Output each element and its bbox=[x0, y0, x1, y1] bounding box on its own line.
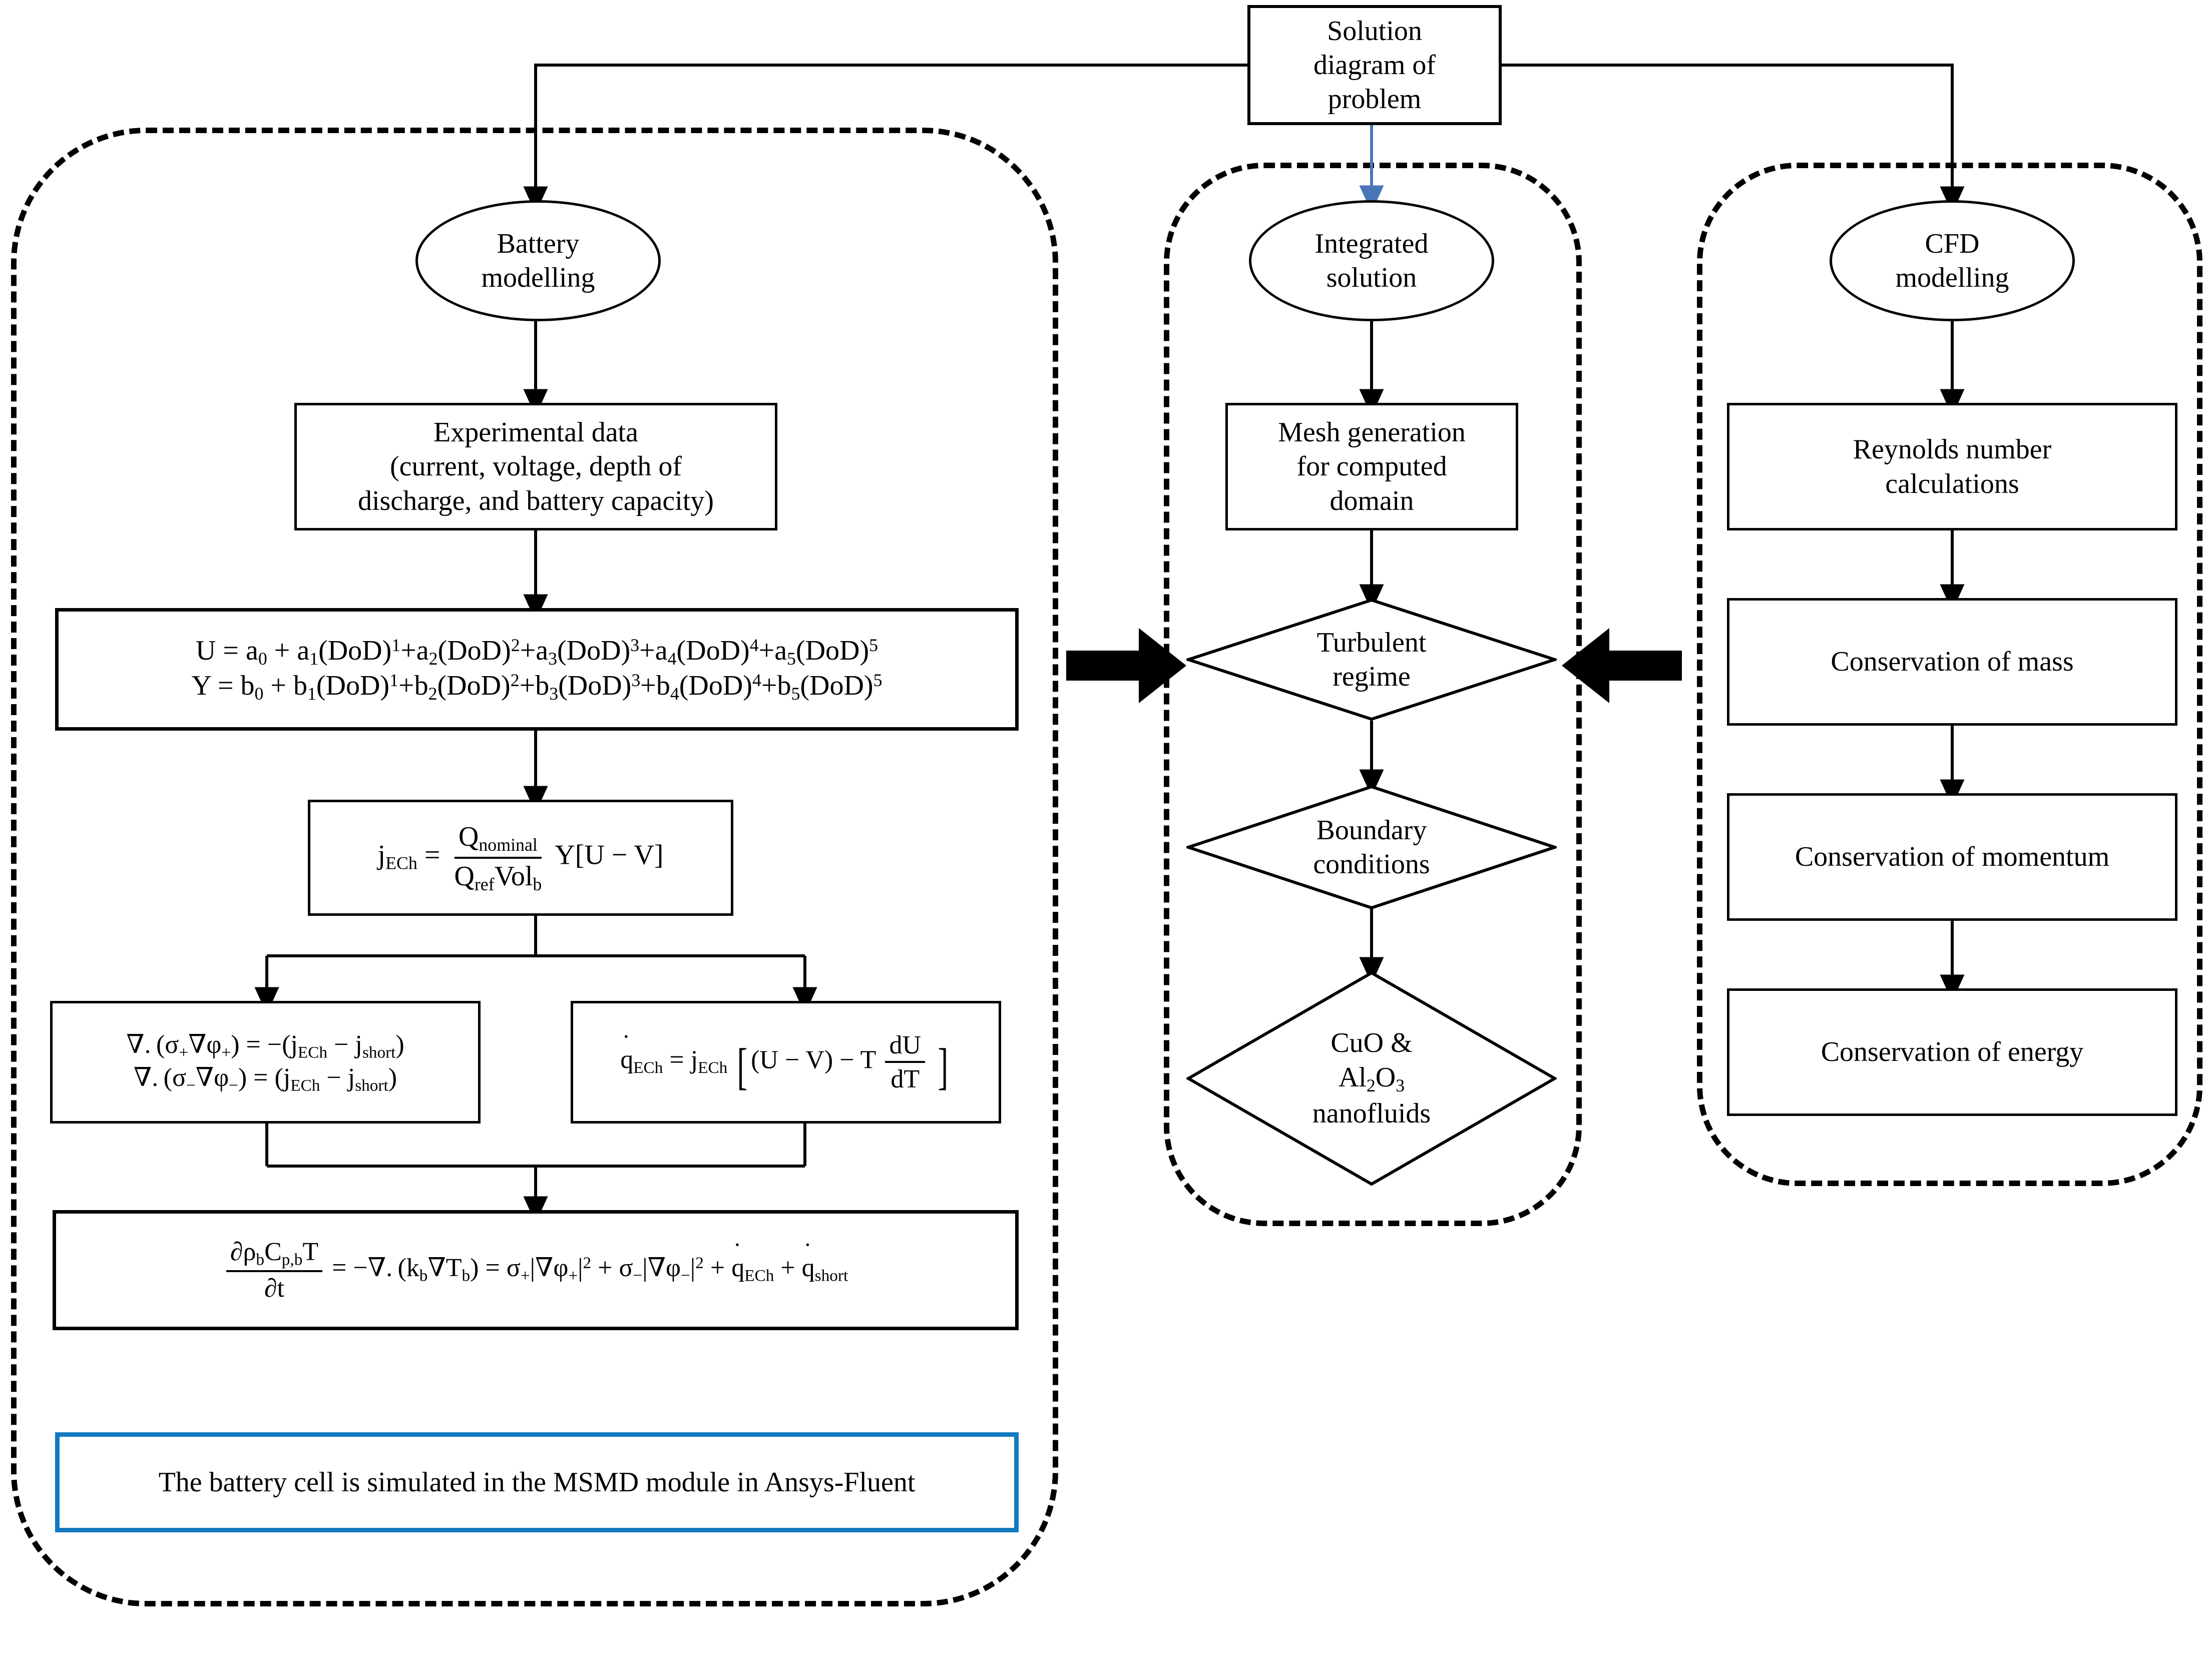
polynomial-equation-y: Y = b0 + b1(DoD)1+b2(DoD)2+b3(DoD)3+b4(D… bbox=[191, 670, 882, 704]
boundary-conditions-node[interactable]: Boundary conditions bbox=[1183, 785, 1560, 910]
nanofluids-line-1: CuO & bbox=[1331, 1027, 1413, 1059]
integrated-solution-line-2: solution bbox=[1326, 262, 1417, 293]
mesh-generation-box[interactable]: Mesh generation for computed domain bbox=[1225, 403, 1518, 530]
experimental-data-box[interactable]: Experimental data (current, voltage, dep… bbox=[294, 403, 777, 530]
title-line-3: problem bbox=[1328, 84, 1422, 115]
conservation-of-momentum-label: Conservation of momentum bbox=[1795, 841, 2110, 873]
battery-modelling-line-1: Battery bbox=[497, 228, 580, 259]
mesh-generation-line-3: domain bbox=[1330, 485, 1414, 516]
integrated-solution-node[interactable]: Integrated solution bbox=[1249, 200, 1494, 321]
turbulent-regime-line-2: regime bbox=[1333, 661, 1411, 692]
turbulent-regime-node[interactable]: Turbulent regime bbox=[1183, 598, 1560, 721]
energy-equation: ∂ρbCp,bT∂t = −∇. (kb∇Tb) = σ+|∇φ+|2 + σ−… bbox=[223, 1237, 848, 1303]
battery-modelling-line-2: modelling bbox=[481, 262, 595, 293]
boundary-conditions-line-2: conditions bbox=[1313, 849, 1430, 880]
conservation-of-mass-label: Conservation of mass bbox=[1831, 646, 2074, 678]
potential-equations-box[interactable]: ∇. (σ+∇φ+) = −(jECh − jshort) ∇. (σ−∇φ−)… bbox=[50, 1001, 481, 1124]
cfd-modelling-line-2: modelling bbox=[1895, 262, 2009, 293]
conservation-of-momentum-box[interactable]: Conservation of momentum bbox=[1727, 793, 2177, 921]
reynolds-number-box[interactable]: Reynolds number calculations bbox=[1727, 403, 2177, 530]
potential-equation-negative: ∇. (σ−∇φ−) = (jECh − jshort) bbox=[133, 1063, 397, 1094]
diamond-shape bbox=[1183, 598, 1560, 721]
energy-equation-box[interactable]: ∂ρbCp,bT∂t = −∇. (kb∇Tb) = σ+|∇φ+|2 + σ−… bbox=[53, 1210, 1019, 1330]
msmd-note-box[interactable]: The battery cell is simulated in the MSM… bbox=[55, 1432, 1019, 1532]
nanofluids-line-3: nanofluids bbox=[1312, 1098, 1431, 1130]
msmd-note-text: The battery cell is simulated in the MSM… bbox=[158, 1466, 916, 1498]
nanofluids-line-2: Al2O3 bbox=[1338, 1061, 1405, 1095]
potential-equation-positive: ∇. (σ+∇φ+) = −(jECh − jshort) bbox=[126, 1030, 404, 1062]
title-box[interactable]: Solution diagram of problem bbox=[1247, 5, 1502, 125]
diamond-shape bbox=[1183, 785, 1560, 910]
integrated-solution-line-1: Integrated bbox=[1314, 228, 1429, 259]
polynomial-equation-u: U = a0 + a1(DoD)1+a2(DoD)2+a3(DoD)3+a4(D… bbox=[195, 635, 878, 669]
polynomial-equations-box[interactable]: U = a0 + a1(DoD)1+a2(DoD)2+a3(DoD)3+a4(D… bbox=[55, 608, 1019, 731]
conservation-of-mass-box[interactable]: Conservation of mass bbox=[1727, 598, 2177, 726]
reynolds-number-line-1: Reynolds number bbox=[1853, 434, 2052, 465]
experimental-data-line-1: Experimental data bbox=[433, 417, 638, 448]
battery-modelling-node[interactable]: Battery modelling bbox=[415, 200, 661, 321]
title-line-1: Solution bbox=[1327, 15, 1422, 47]
mesh-generation-line-2: for computed bbox=[1296, 451, 1447, 482]
diamond-shape bbox=[1185, 971, 1558, 1186]
cfd-modelling-node[interactable]: CFD modelling bbox=[1830, 200, 2075, 321]
nanofluids-node[interactable]: CuO & Al2O3 nanofluids bbox=[1185, 971, 1558, 1186]
boundary-conditions-line-1: Boundary bbox=[1316, 814, 1427, 846]
title-line-2: diagram of bbox=[1313, 49, 1436, 81]
conservation-of-energy-label: Conservation of energy bbox=[1821, 1036, 2084, 1068]
reynolds-number-line-2: calculations bbox=[1885, 468, 2019, 499]
conservation-of-energy-box[interactable]: Conservation of energy bbox=[1727, 988, 2177, 1116]
experimental-data-line-3: discharge, and battery capacity) bbox=[357, 485, 714, 516]
mesh-generation-line-1: Mesh generation bbox=[1278, 417, 1466, 448]
experimental-data-line-2: (current, voltage, depth of bbox=[389, 451, 682, 482]
turbulent-regime-line-1: Turbulent bbox=[1316, 627, 1427, 658]
cfd-modelling-line-1: CFD bbox=[1925, 228, 1980, 259]
